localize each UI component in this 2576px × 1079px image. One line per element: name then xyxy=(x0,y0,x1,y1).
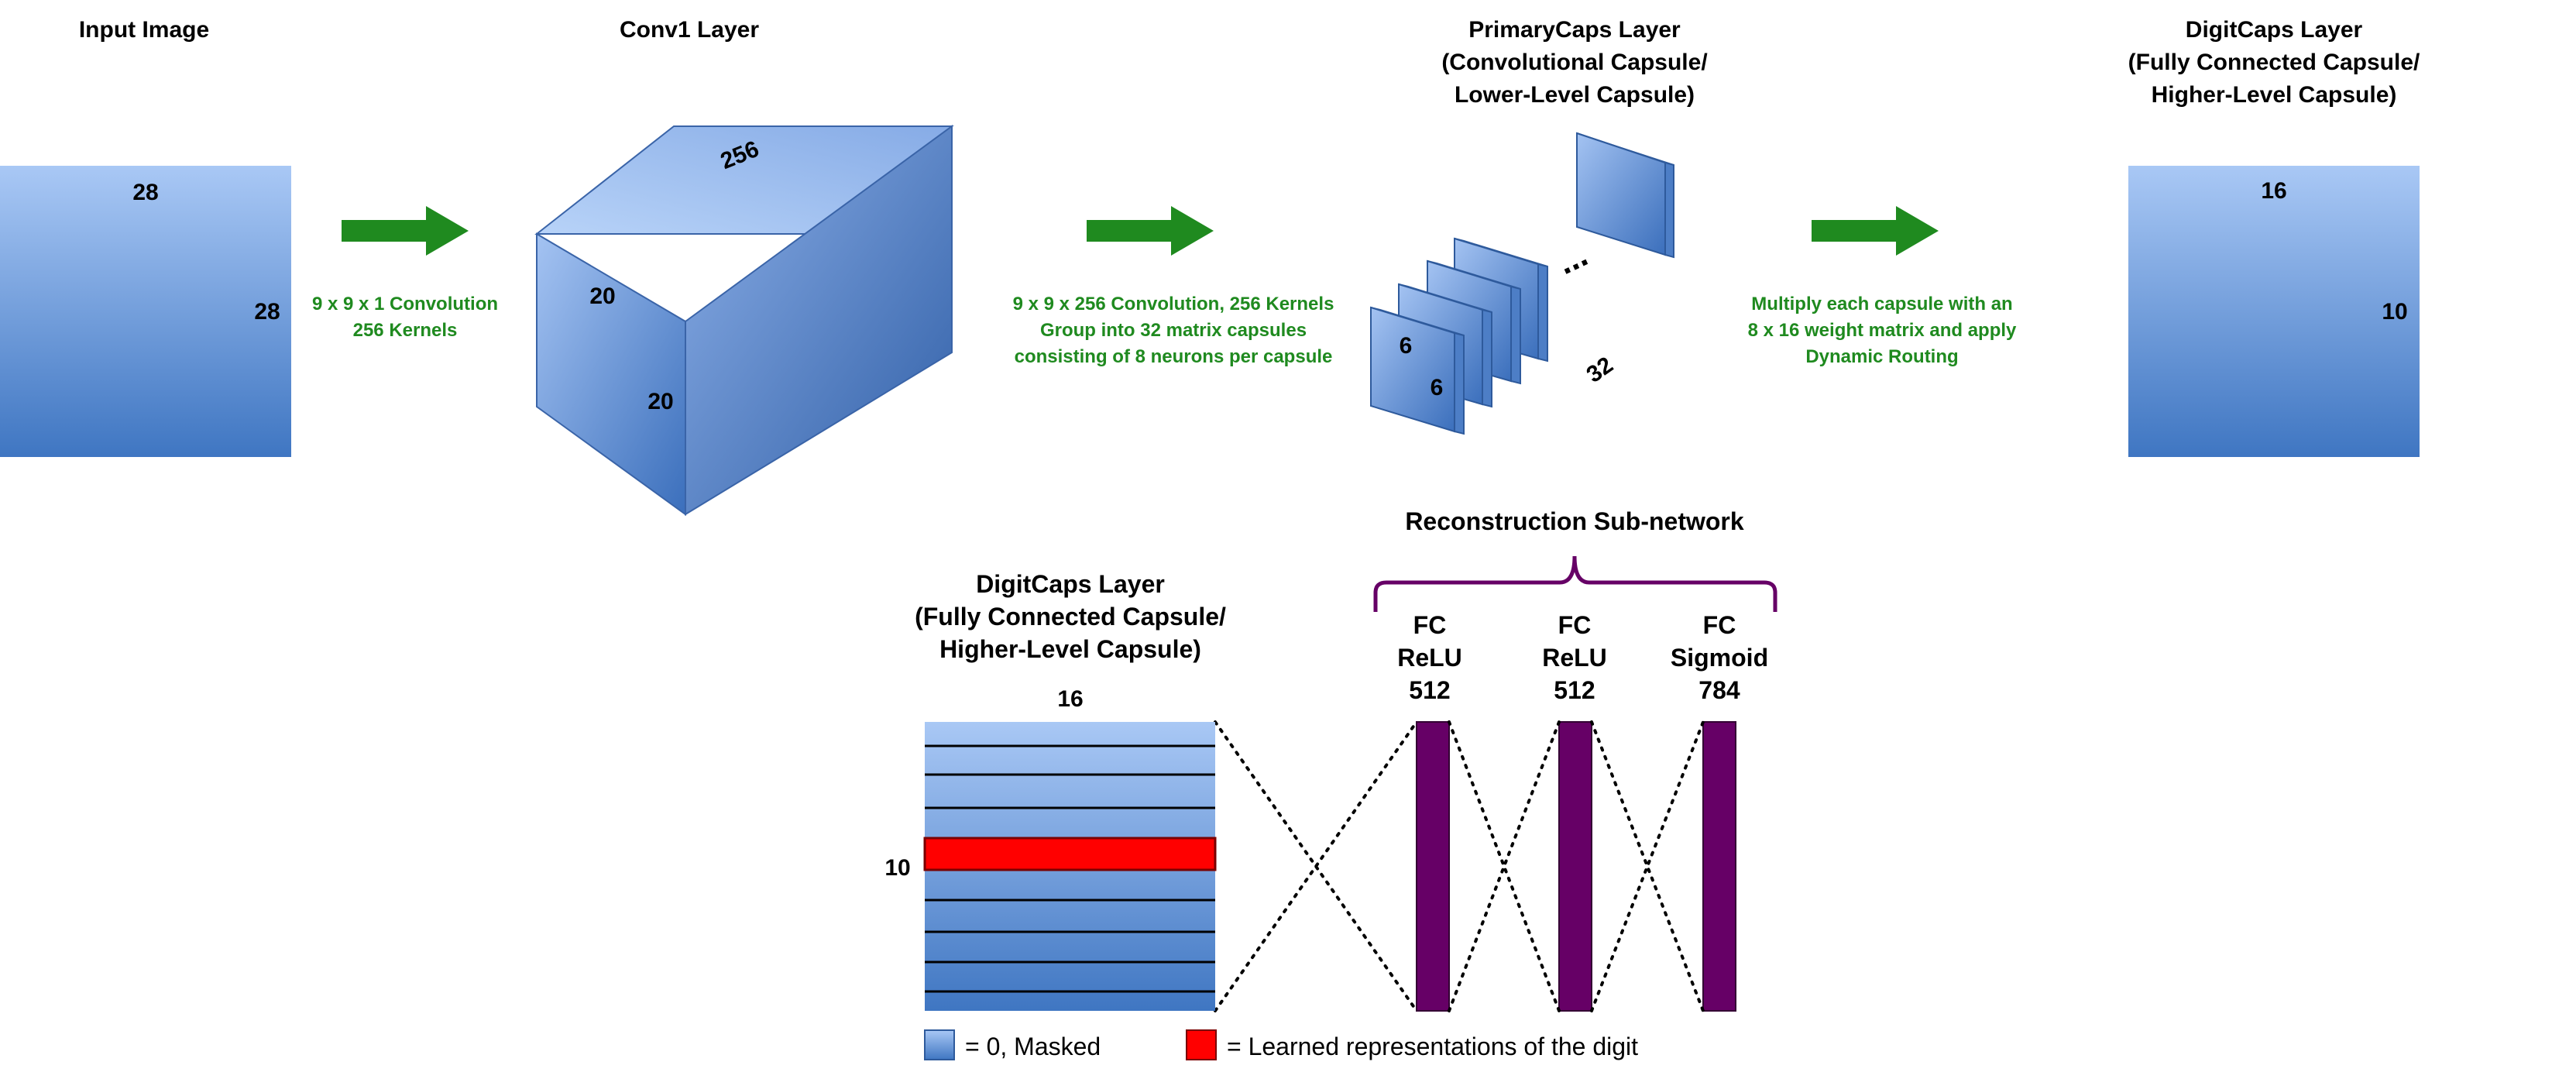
fc-layer-1: FC ReLU 512 xyxy=(1397,611,1462,1012)
digitcaps-block: DigitCaps Layer (Fully Connected Capsule… xyxy=(2128,17,2420,457)
digitcaps-title-2: (Fully Connected Capsule/ xyxy=(2128,50,2420,75)
reconstruction-block: Reconstruction Sub-network FC ReLU 512 F… xyxy=(1214,507,1777,1012)
primarycaps-height-label: 6 xyxy=(1431,375,1444,400)
step2-line1: 9 x 9 x 256 Convolution, 256 Kernels xyxy=(1013,294,1334,314)
primarycaps-count-label: 32 xyxy=(1582,352,1618,388)
digitcaps2-width-label: 16 xyxy=(1057,686,1083,712)
step2-caption: 9 x 9 x 256 Convolution, 256 Kernels Gro… xyxy=(1013,294,1334,367)
legend-masked-swatch xyxy=(924,1029,955,1060)
conv1-block: Conv1 Layer 256 20 20 xyxy=(534,17,954,516)
primarycaps-title-1: PrimaryCaps Layer xyxy=(1468,17,1681,43)
primarycaps-title-3: Lower-Level Capsule) xyxy=(1455,82,1695,108)
primarycaps-block: PrimaryCaps Layer (Convolutional Capsule… xyxy=(1370,17,1708,435)
input-image-square xyxy=(0,166,291,457)
legend-learned-label: = Learned representations of the digit xyxy=(1227,1033,1638,1060)
fc2-type: FC xyxy=(1558,611,1592,639)
arrow-right-icon xyxy=(1812,206,1939,256)
fc-layer-3: FC Sigmoid 784 xyxy=(1671,611,1768,1012)
legend-learned-swatch xyxy=(1186,1029,1217,1060)
step2-line2: Group into 32 matrix capsules xyxy=(1040,320,1307,341)
fc3-type: FC xyxy=(1703,611,1736,639)
digitcaps2-title-2: (Fully Connected Capsule/ xyxy=(915,603,1226,631)
step3-line3: Dynamic Routing xyxy=(1805,346,1958,367)
step1-line1: 9 x 9 x 1 Convolution xyxy=(312,294,498,314)
digitcaps-height-label: 10 xyxy=(2382,299,2407,325)
learned-capsule-row xyxy=(923,837,1217,871)
digitcaps-title-1: DigitCaps Layer xyxy=(2186,17,2363,43)
digitcaps2-height-label: 10 xyxy=(884,855,910,881)
step1-line2: 256 Kernels xyxy=(353,320,458,341)
fc1-activation: ReLU xyxy=(1397,644,1462,672)
fc-layer-2: FC ReLU 512 xyxy=(1542,611,1607,1012)
fc2-activation: ReLU xyxy=(1542,644,1607,672)
legend-masked-label: = 0, Masked xyxy=(965,1033,1101,1060)
step1-caption: 9 x 9 x 1 Convolution 256 Kernels xyxy=(312,294,498,341)
digitcaps-title-3: Higher-Level Capsule) xyxy=(2152,82,2397,108)
fc1-bar xyxy=(1416,721,1450,1012)
primarycaps-ellipsis: ... xyxy=(1551,235,1593,282)
reconstruction-title: Reconstruction Sub-network xyxy=(1405,507,1744,535)
arrow-right-icon xyxy=(342,206,469,256)
digitcaps-width-label: 16 xyxy=(2261,178,2286,204)
digitcaps2-title-3: Higher-Level Capsule) xyxy=(939,635,1201,663)
fc1-type: FC xyxy=(1413,611,1447,639)
capsule-slab xyxy=(1576,132,1674,259)
fc2-bar xyxy=(1558,721,1592,1012)
digitcaps-square xyxy=(2128,166,2420,457)
conv1-height-label: 20 xyxy=(647,389,673,414)
conv1-width-label: 20 xyxy=(589,283,615,309)
arrow-right-icon xyxy=(1087,206,1214,256)
fc1-size: 512 xyxy=(1409,676,1450,704)
fc2-size: 512 xyxy=(1554,676,1595,704)
input-image-block: Input Image 28 28 xyxy=(0,17,291,457)
legend: = 0, Masked = Learned representations of… xyxy=(924,1029,1638,1060)
conv1-title: Conv1 Layer xyxy=(620,17,759,43)
step3-caption: Multiply each capsule with an 8 x 16 wei… xyxy=(1748,294,2017,367)
conv1-front-face xyxy=(536,232,686,516)
fc3-size: 784 xyxy=(1698,676,1740,704)
connection-lines xyxy=(1214,720,1705,1012)
fc3-bar xyxy=(1702,721,1736,1012)
fc3-activation: Sigmoid xyxy=(1671,644,1768,672)
primarycaps-width-label: 6 xyxy=(1400,333,1413,359)
digitcaps-masked-block: DigitCaps Layer (Fully Connected Capsule… xyxy=(884,570,1226,1011)
step2-line3: consisting of 8 neurons per capsule xyxy=(1015,346,1333,367)
input-width-label: 28 xyxy=(132,180,158,205)
input-height-label: 28 xyxy=(254,299,280,325)
capsule-slab xyxy=(1370,306,1465,435)
digitcaps2-title-1: DigitCaps Layer xyxy=(976,570,1165,598)
step3-line1: Multiply each capsule with an xyxy=(1751,294,2012,314)
reconstruction-brace xyxy=(1373,555,1777,612)
step3-line2: 8 x 16 weight matrix and apply xyxy=(1748,320,2017,341)
primarycaps-title-2: (Convolutional Capsule/ xyxy=(1441,50,1708,75)
input-image-title: Input Image xyxy=(79,17,209,43)
